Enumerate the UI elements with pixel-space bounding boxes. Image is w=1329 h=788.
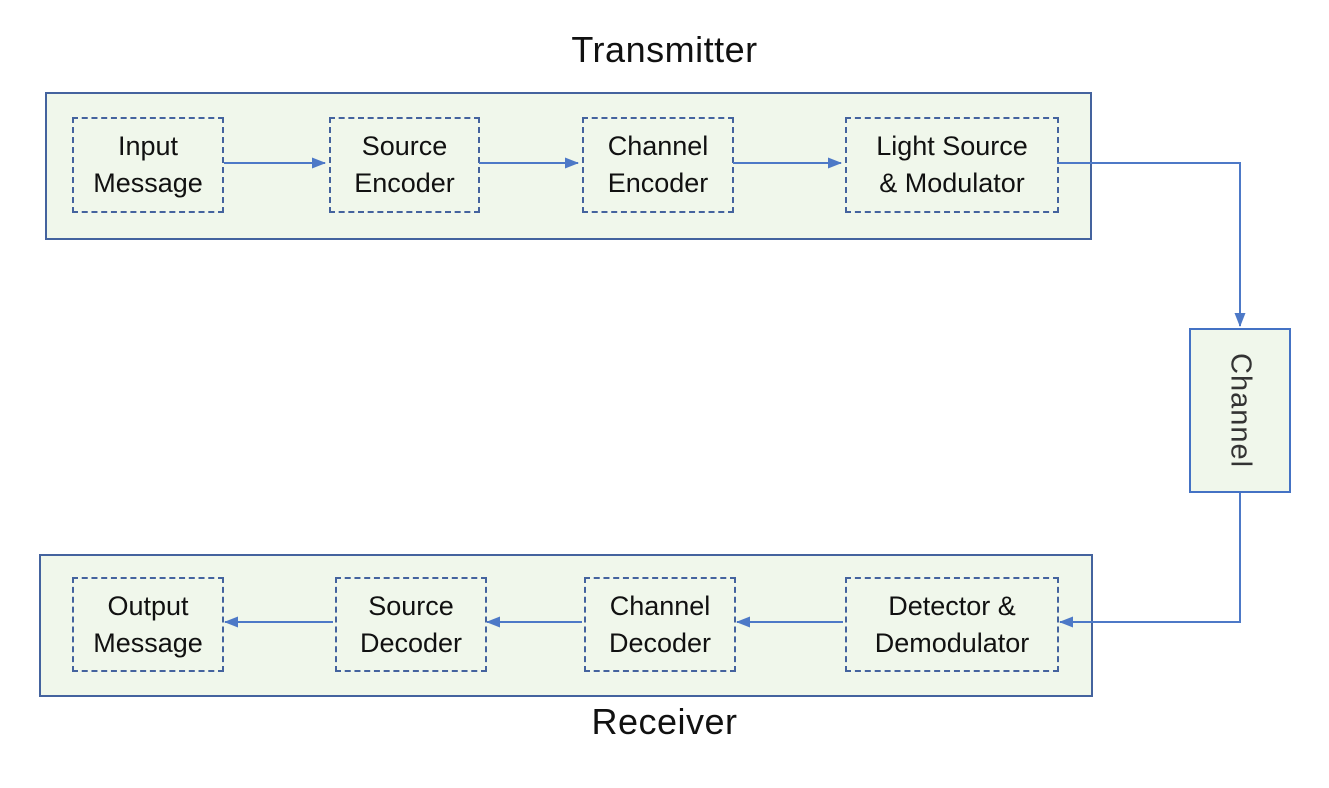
block-label-line: Source	[368, 590, 454, 621]
block-label-line: Message	[93, 627, 203, 658]
block-label-line: Encoder	[354, 168, 455, 198]
block-label-line: Detector &	[888, 590, 1016, 621]
block-channel-decoder: Channel Decoder	[584, 577, 736, 672]
block-detector-demodulator: Detector & Demodulator	[845, 577, 1059, 672]
block-label-line: Encoder	[607, 168, 709, 198]
block-light-source-modulator: Light Source & Modulator	[845, 117, 1059, 213]
block-label-line: Output	[107, 590, 189, 621]
block-label-line: Decoder	[608, 627, 712, 658]
block-label-line: Source	[361, 131, 448, 161]
block-input-message: Input Message	[72, 117, 224, 213]
block-label-line: Channel	[607, 131, 709, 161]
channel-box: Channel	[1189, 328, 1291, 493]
receiver-label: Receiver	[591, 701, 738, 742]
transmitter-label: Transmitter	[571, 29, 758, 70]
block-label-line: Message	[93, 168, 203, 198]
block-label-line: & Modulator	[879, 168, 1025, 198]
receiver-group: Output Message Source Decoder Channel De…	[39, 554, 1093, 697]
block-channel-encoder: Channel Encoder	[582, 117, 734, 213]
block-source-encoder: Source Encoder	[329, 117, 480, 213]
channel-label: Channel	[1224, 352, 1257, 469]
transmitter-group: Input Message Source Encoder Channel Enc…	[45, 92, 1092, 240]
block-source-decoder: Source Decoder	[335, 577, 487, 672]
block-label-line: Demodulator	[874, 627, 1030, 658]
block-label-line: Channel	[609, 590, 711, 621]
block-label-line: Light Source	[876, 131, 1028, 161]
block-label-line: Input	[117, 131, 179, 161]
block-label-line: Decoder	[359, 627, 463, 658]
block-output-message: Output Message	[72, 577, 224, 672]
